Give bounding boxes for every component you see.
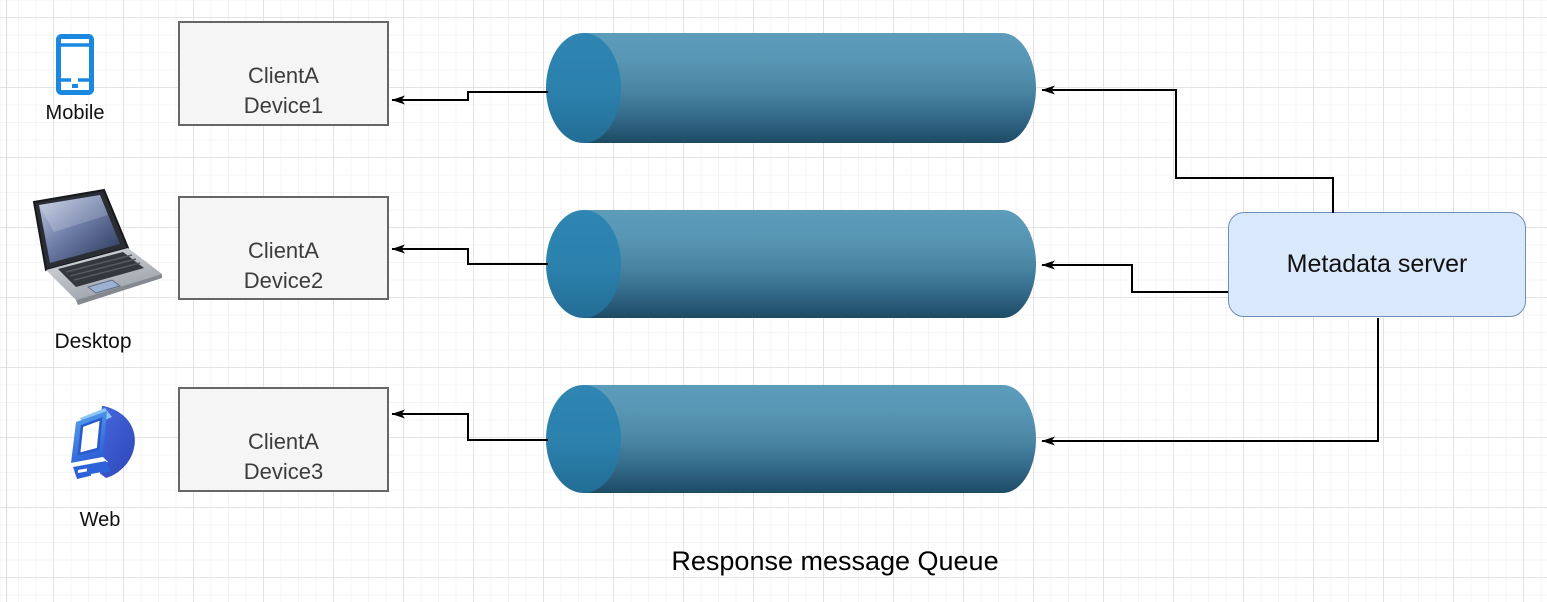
queue-cylinder-2[interactable]	[546, 210, 1036, 318]
queue-cylinder-1[interactable]	[546, 33, 1036, 143]
laptop-glyph	[32, 188, 162, 305]
web-label: Web	[79, 509, 121, 531]
mobile-label: Mobile	[45, 102, 105, 124]
client-box-device3[interactable]: ClientA Device3	[178, 387, 389, 492]
connector-server-to-queue3[interactable]	[1041, 318, 1379, 446]
metadata-server-box[interactable]: Metadata server	[1228, 212, 1526, 317]
queue-cylinder-body	[583, 33, 1036, 143]
client-box-line2: Device2	[243, 268, 324, 293]
laptop-icon[interactable]	[12, 188, 162, 308]
diagram-caption: Response message Queue	[671, 546, 999, 576]
page-edge-line	[6, 0, 7, 602]
client-box-line2: Device1	[243, 93, 324, 118]
mobile-phone-icon[interactable]	[56, 34, 94, 95]
connector-queue1-to-device1[interactable]	[391, 91, 548, 105]
mobile-phone-glyph	[56, 34, 94, 95]
client-box-line1: ClientA	[248, 63, 319, 88]
client-box-device2[interactable]: ClientA Device2	[178, 196, 389, 300]
queue-cylinder-cap	[546, 385, 621, 493]
client-box-line1: ClientA	[248, 429, 319, 454]
client-box-device1[interactable]: ClientA Device1	[178, 21, 389, 126]
connector-queue2-to-device2[interactable]	[391, 244, 548, 265]
client-box-line1: ClientA	[248, 238, 319, 263]
connector-server-to-queue2[interactable]	[1041, 260, 1228, 293]
client-box-line2: Device3	[243, 459, 324, 484]
metadata-server-label: Metadata server	[1286, 250, 1468, 278]
queue-cylinder-body	[583, 210, 1036, 318]
web-computer-icon[interactable]	[60, 400, 144, 488]
connector-queue3-to-device3[interactable]	[391, 409, 548, 441]
connector-server-to-queue1[interactable]	[1041, 85, 1334, 213]
desktop-label: Desktop	[54, 330, 132, 353]
queue-cylinder-body	[583, 385, 1036, 493]
web-computer-glyph	[71, 406, 135, 479]
queue-cylinder-3[interactable]	[546, 385, 1036, 493]
queue-cylinder-cap	[546, 33, 621, 143]
queue-cylinder-cap	[546, 210, 621, 318]
